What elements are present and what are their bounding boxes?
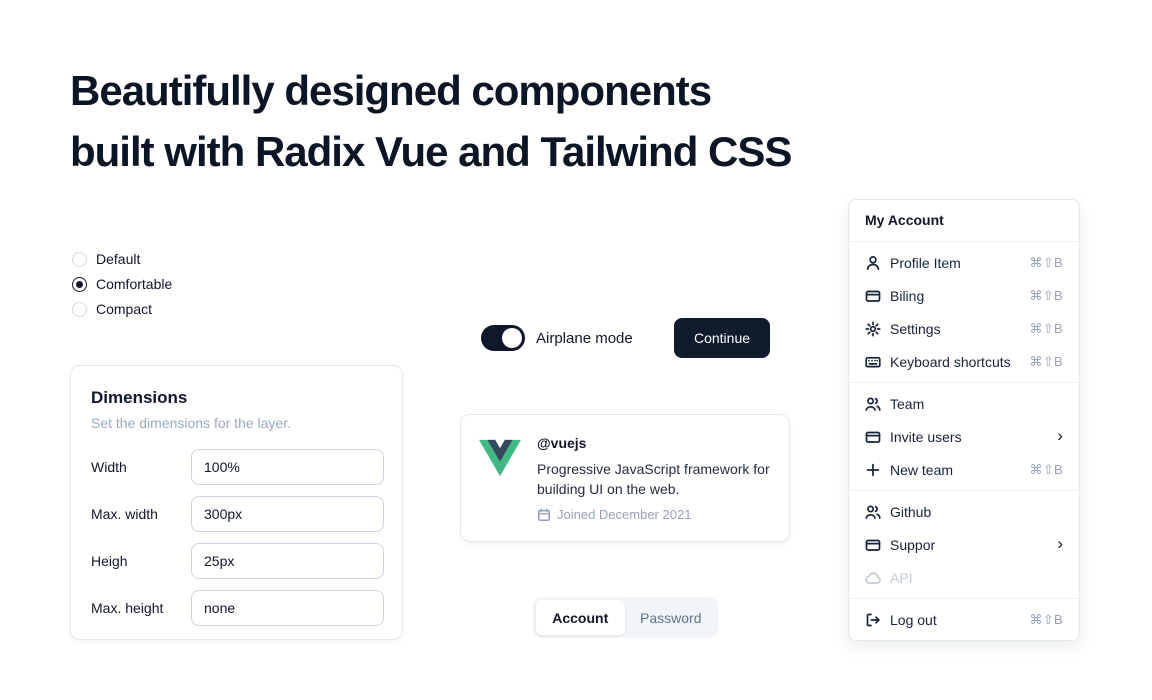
vuejs-hover-card: @vuejs Progressive JavaScript framework … bbox=[460, 414, 790, 542]
menu-item-shortcut: ⌘⇧B bbox=[1029, 287, 1063, 303]
menu-item-new-team[interactable]: New team ⌘⇧B bbox=[849, 453, 1079, 486]
users-icon bbox=[865, 396, 881, 412]
height-input[interactable] bbox=[191, 543, 384, 579]
menu-item-api: API bbox=[849, 561, 1079, 594]
vue-logo-icon bbox=[479, 439, 521, 477]
menu-item-label: API bbox=[890, 569, 913, 586]
menu-item-label: Keyboard shortcuts bbox=[890, 353, 1011, 370]
menu-item-label: Settings bbox=[890, 320, 941, 337]
menu-item-label: Team bbox=[890, 395, 925, 412]
toggle-knob bbox=[502, 328, 522, 348]
max-height-label: Max. height bbox=[91, 600, 164, 616]
height-label: Heigh bbox=[91, 553, 128, 569]
radio-circle[interactable] bbox=[72, 301, 87, 317]
radio-circle[interactable] bbox=[72, 251, 87, 267]
menu-item-keyboard-shortcuts[interactable]: Keyboard shortcuts ⌘⇧B bbox=[849, 345, 1079, 378]
credit-card-icon bbox=[865, 537, 881, 553]
menu-item-shortcut: ⌘⇧B bbox=[1029, 611, 1063, 627]
radio-label: Default bbox=[96, 251, 141, 267]
radio-option-comfortable[interactable]: Comfortable bbox=[72, 276, 172, 292]
menu-item-profile[interactable]: Profile Item ⌘⇧B bbox=[849, 246, 1079, 279]
credit-card-icon bbox=[865, 288, 881, 304]
menu-item-label: Github bbox=[890, 503, 932, 520]
gear-icon bbox=[865, 320, 881, 337]
plus-icon bbox=[865, 462, 881, 478]
menu-group-profile: Profile Item ⌘⇧B Biling ⌘⇧B Settings ⌘⇧B bbox=[849, 242, 1079, 382]
tab-account[interactable]: Account bbox=[536, 600, 625, 635]
menu-item-support[interactable]: Suppor › bbox=[849, 528, 1079, 561]
chevron-right-icon: › bbox=[1057, 426, 1063, 445]
max-width-input[interactable] bbox=[191, 496, 384, 532]
dimensions-card: Dimensions Set the dimensions for the la… bbox=[70, 365, 403, 640]
menu-item-settings[interactable]: Settings ⌘⇧B bbox=[849, 312, 1079, 345]
menu-item-label: New team bbox=[890, 461, 954, 478]
vue-joined-text: Joined December 2021 bbox=[557, 507, 692, 522]
menu-item-label: Profile Item bbox=[890, 254, 961, 271]
menu-item-shortcut: ⌘⇧B bbox=[1029, 254, 1063, 270]
density-radio-group: Default Comfortable Compact bbox=[72, 251, 172, 317]
page-title: Beautifully designed components built wi… bbox=[70, 60, 792, 182]
max-height-input[interactable] bbox=[191, 590, 384, 626]
radio-option-default[interactable]: Default bbox=[72, 251, 172, 267]
menu-group-logout: Log out ⌘⇧B bbox=[849, 599, 1079, 640]
menu-divider bbox=[849, 382, 1079, 383]
menu-item-label: Biling bbox=[890, 287, 925, 304]
users-icon bbox=[865, 504, 881, 520]
calendar-icon bbox=[538, 508, 550, 521]
menu-group-team: Team Invite users › New team ⌘⇧B bbox=[849, 383, 1079, 490]
menu-divider bbox=[849, 490, 1079, 491]
radio-label: Comfortable bbox=[96, 276, 173, 292]
keyboard-icon bbox=[865, 354, 881, 370]
vue-logo-inner bbox=[487, 439, 513, 462]
menu-group-external: Github Suppor › API bbox=[849, 491, 1079, 598]
page-title-line-2: built with Radix Vue and Tailwind CSS bbox=[70, 128, 792, 175]
menu-item-label: Invite users bbox=[890, 428, 962, 445]
width-input[interactable] bbox=[191, 449, 384, 485]
menu-item-log-out[interactable]: Log out ⌘⇧B bbox=[849, 603, 1079, 636]
menu-item-github[interactable]: Github bbox=[849, 495, 1079, 528]
menu-item-label: Suppor bbox=[890, 536, 936, 553]
radio-option-compact[interactable]: Compact bbox=[72, 301, 172, 317]
menu-item-invite-users[interactable]: Invite users › bbox=[849, 420, 1079, 453]
user-icon bbox=[865, 255, 881, 271]
cloud-icon bbox=[865, 570, 881, 586]
vue-joined-row: Joined December 2021 bbox=[537, 507, 773, 522]
menu-title: My Account bbox=[865, 212, 944, 228]
dimensions-title: Dimensions bbox=[91, 388, 188, 407]
logout-icon bbox=[865, 612, 881, 628]
page-title-line-1: Beautifully designed components bbox=[70, 67, 712, 114]
menu-item-billing[interactable]: Biling ⌘⇧B bbox=[849, 279, 1079, 312]
radio-circle-checked[interactable] bbox=[72, 276, 87, 292]
continue-button[interactable]: Continue bbox=[674, 318, 770, 358]
max-width-label: Max. width bbox=[91, 506, 158, 522]
dimensions-subtitle: Set the dimensions for the layer. bbox=[91, 415, 291, 431]
tab-password[interactable]: Password bbox=[640, 609, 702, 626]
chevron-right-icon: › bbox=[1057, 534, 1063, 553]
my-account-menu: My Account Profile Item ⌘⇧B Biling ⌘⇧B bbox=[848, 199, 1080, 641]
airplane-mode-toggle[interactable] bbox=[481, 325, 525, 351]
menu-item-label: Log out bbox=[890, 611, 937, 628]
width-label: Width bbox=[91, 459, 127, 475]
vue-card-body: @vuejs Progressive JavaScript framework … bbox=[537, 431, 773, 525]
menu-item-team[interactable]: Team bbox=[849, 387, 1079, 420]
vue-handle: @vuejs bbox=[537, 435, 587, 451]
airplane-mode-label: Airplane mode bbox=[536, 329, 633, 347]
menu-divider bbox=[849, 241, 1079, 242]
account-tabs: Account Password bbox=[533, 597, 718, 638]
credit-card-icon bbox=[865, 429, 881, 445]
airplane-mode-row: Airplane mode bbox=[481, 325, 633, 351]
vue-description: Progressive JavaScript framework for bui… bbox=[537, 461, 770, 497]
menu-item-shortcut: ⌘⇧B bbox=[1029, 353, 1063, 369]
menu-divider bbox=[849, 598, 1079, 599]
menu-item-shortcut: ⌘⇧B bbox=[1029, 461, 1063, 477]
menu-item-shortcut: ⌘⇧B bbox=[1029, 320, 1063, 336]
dimensions-fields: Width Max. width Heigh Max. height bbox=[91, 449, 384, 626]
radio-label: Compact bbox=[96, 301, 153, 317]
